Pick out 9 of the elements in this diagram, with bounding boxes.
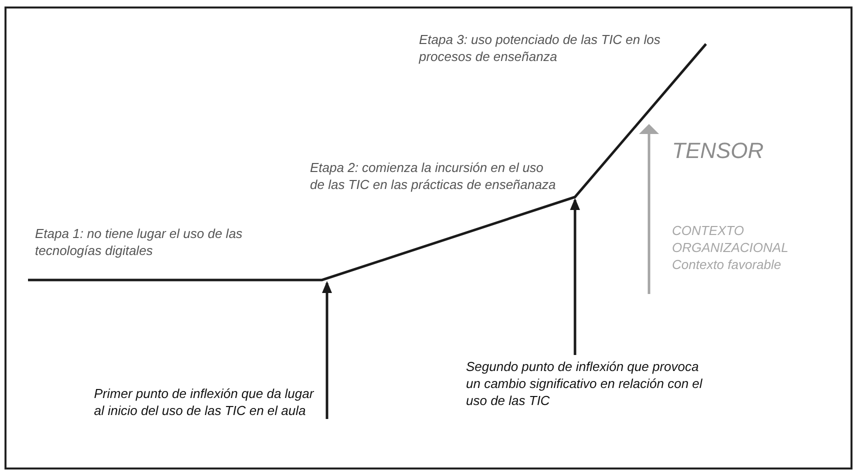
annotation-text: Segundo punto de inflexión que provoca un cambio significativo en relación con el uso de las TIC — [466, 358, 706, 409]
factor-label: TENSOR — [672, 138, 765, 164]
stage-label: Etapa 3: uso potenciado de las TIC en los procesos de enseñanza — [419, 31, 662, 65]
arrow — [322, 281, 332, 419]
arrow — [570, 198, 580, 355]
annotation-text: Primer punto de inflexión que da lugar al inicio del uso de las TIC en el aula — [94, 385, 316, 419]
stage-label: Etapa 2: comienza la incursión en el uso de las TIC en las prácticas de enseñanaza — [310, 159, 557, 193]
stage-label: Etapa 1: no tiene lugar el uso de las tecnologías digitales — [35, 225, 244, 259]
context-label: CONTEXTO ORGANIZACIONAL Contexto favorable — [672, 222, 790, 273]
